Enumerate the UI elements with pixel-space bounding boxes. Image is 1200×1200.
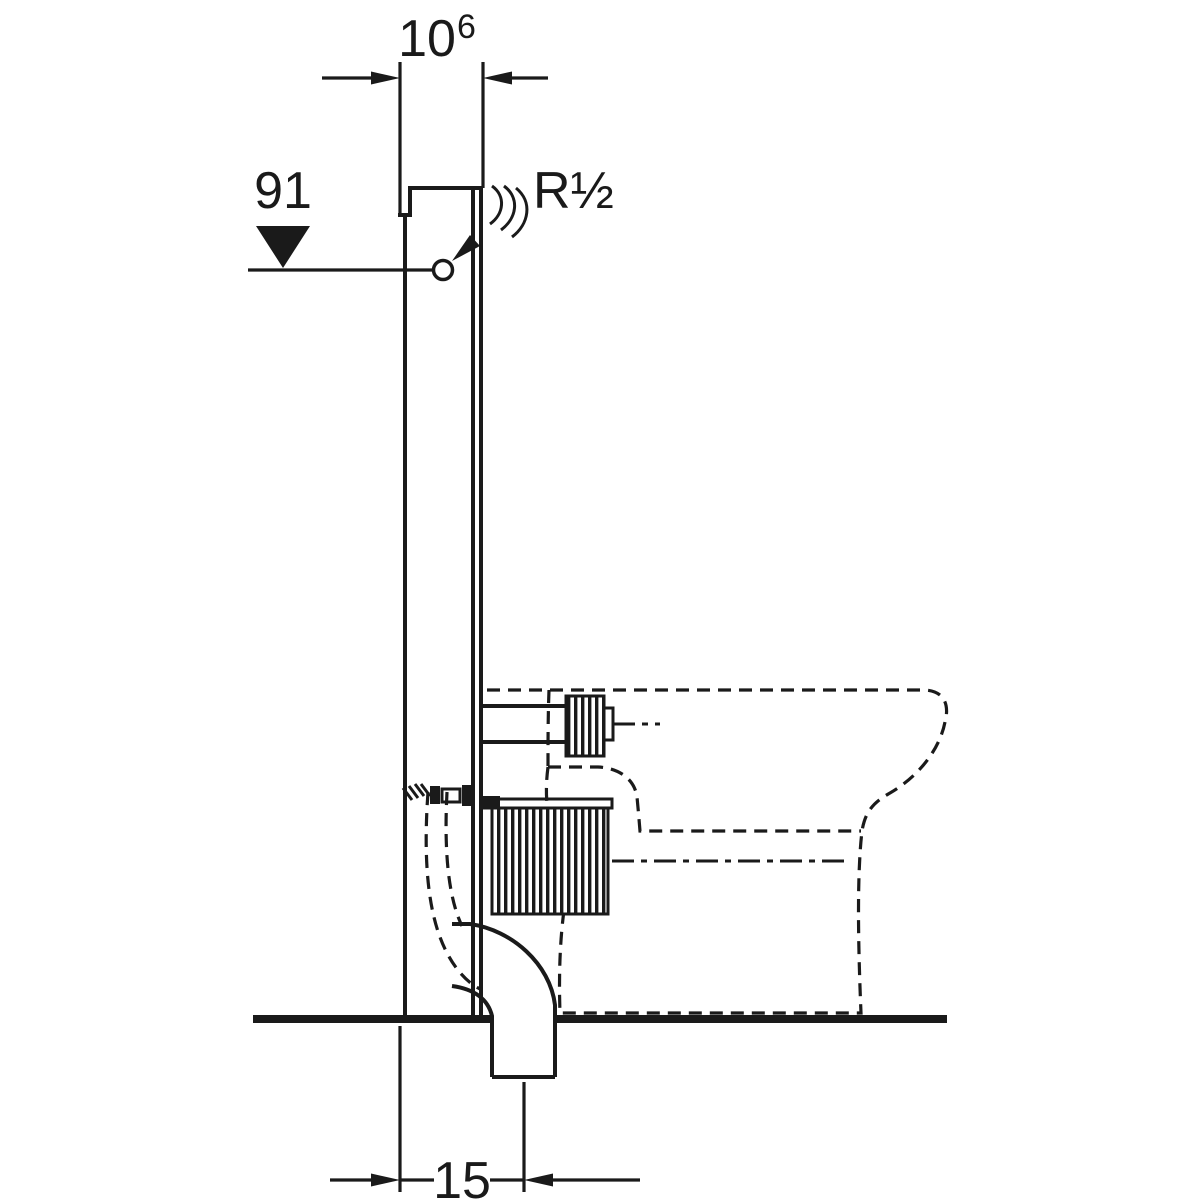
valve-hatch-line — [413, 783, 426, 797]
water-connection-port — [431, 258, 455, 282]
dim-top-superscript: 6 — [457, 8, 476, 46]
supply-valve-detail — [401, 783, 474, 806]
elbow-outer-wall — [452, 922, 557, 1077]
valve-hatch-line — [419, 783, 432, 797]
valve-hatch-line — [407, 785, 420, 799]
dimension-top: 10 6 — [322, 8, 548, 214]
water-connection-annotation: R½ — [452, 162, 614, 261]
flush-connector-end — [602, 706, 615, 742]
valve-fitting — [462, 785, 474, 806]
internal-flush-bend-inner — [444, 791, 464, 927]
flush-pipe-connection — [481, 694, 660, 758]
level-marker-icon — [256, 226, 310, 268]
water-thread-label: R½ — [533, 162, 614, 220]
valve-body — [430, 786, 440, 804]
valve-union — [440, 787, 462, 804]
internal-pipework — [401, 783, 483, 992]
module-body-outline — [398, 186, 483, 1022]
outlet-connection — [481, 796, 845, 916]
outlet-connector-ribs — [490, 806, 610, 916]
dim-arrowhead-icon — [371, 1173, 400, 1187]
supply-height-annotation: 91 — [248, 162, 455, 282]
dimension-bottom: 15 — [330, 1026, 640, 1200]
flex-hose-line — [500, 184, 516, 232]
flex-hose-line — [489, 184, 503, 226]
leader-arrowhead-icon — [452, 235, 480, 261]
dim-arrowhead-icon — [483, 71, 512, 85]
pan-front-edge — [546, 689, 551, 768]
dim-top-value: 10 — [398, 10, 456, 68]
pan-rim-line — [548, 765, 861, 833]
flex-hose-line — [511, 186, 529, 239]
sanitary-module — [398, 186, 483, 1022]
supply-height-value: 91 — [254, 162, 312, 220]
pan-outline — [487, 688, 949, 1015]
dim-arrowhead-icon — [524, 1173, 553, 1187]
internal-flush-bend-outer — [424, 791, 483, 992]
dim-bottom-value: 15 — [433, 1152, 491, 1200]
drain-elbow — [451, 922, 557, 1079]
flush-connector-ribs — [564, 694, 606, 758]
valve-hatch-line — [401, 787, 414, 801]
outlet-flange-tab — [481, 796, 500, 807]
dim-arrowhead-icon — [371, 71, 400, 85]
